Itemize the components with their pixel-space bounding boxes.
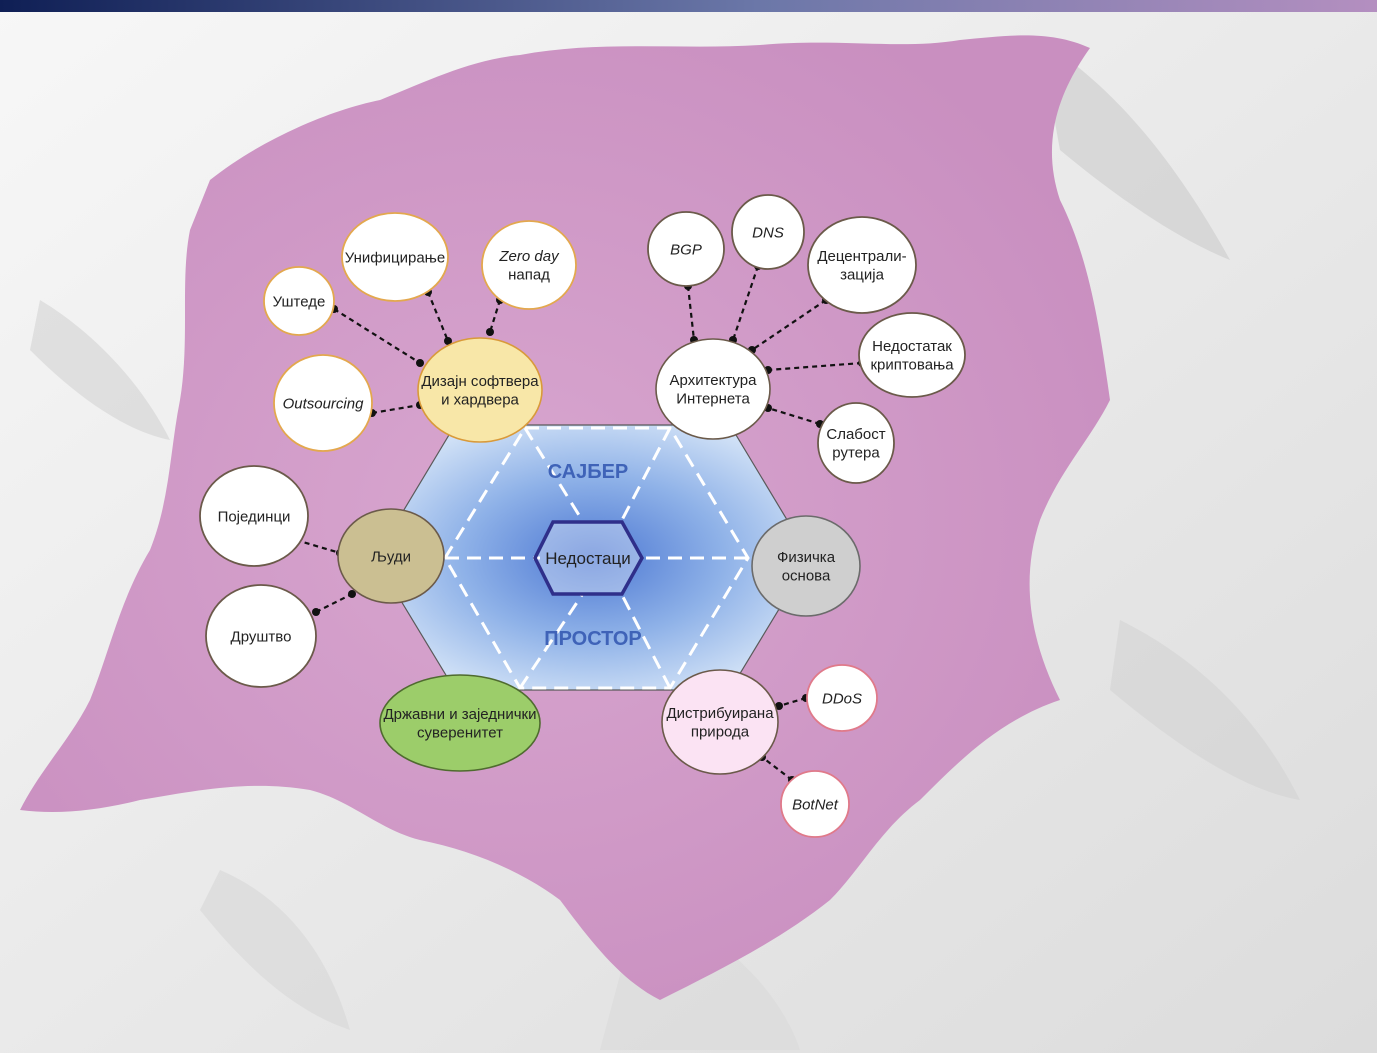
leaf-node-society-shape [205,584,317,688]
dns-connector [731,265,760,341]
zero-day-connector-dot-2 [486,328,494,336]
savings-connector [333,308,421,364]
unification-connector-dot-2 [444,337,452,345]
router-weakness-connector [767,406,821,426]
leaf-node-outsourcing-shape [273,354,373,452]
society-connector-dot-2 [348,590,356,598]
individuals-label-line-1: Појединци [218,508,291,525]
software-label-line-1: Дизајн софтвера [421,373,539,390]
leaf-node-unification-shape [341,212,449,302]
leaf-node-dns: DNS [731,194,805,270]
decentralization-label-line-1: Децентрали- [817,248,906,265]
leaf-node-savings-shape [263,266,335,336]
leaf-node-dns-shape [731,194,805,270]
people-label-line-1: Људи [371,548,411,565]
society-connector [315,593,353,613]
leaf-node-ddos-shape [806,664,878,732]
savings-connector-dot-2 [416,359,424,367]
leaf-node-decentralization-shape [807,216,917,314]
distributed-label-line-1: Дистрибуирана [666,705,774,722]
internet-label-line-2: Интернета [676,391,750,408]
hub-node-software: Дизајн софтвера и хардвера [417,337,543,443]
hub-node-people: Људи [337,508,445,604]
leaf-node-router-weakness: Слабост рутера [817,402,895,484]
leaf-node-zero-day: Zero day напад [481,220,577,310]
nodes: Дизајн софтвера и хардвера АрхитектураИнте… [199,194,966,838]
leaf-node-bgp: BGP [647,211,725,287]
society-label-line-1: Друштво [231,628,292,645]
outsourcing-connector [371,403,421,415]
hub-node-people-shape [337,508,445,604]
core-label: Недостаци [545,549,631,568]
decentralization-connector [751,299,827,351]
zero-day-label-line-2: напад [508,267,550,284]
no-encryption-label-line-2: криптовања [870,357,954,374]
leaf-node-decentralization: Децентрали-зација [807,216,917,314]
leaf-node-individuals-shape [199,465,309,567]
hub-node-distributed: Дистрибуирана природа [661,669,779,775]
leaf-node-no-encryption-shape [858,312,966,398]
hub-node-sovereignty: Државни и заједнички суверенитет [379,674,541,772]
top-banner [0,0,1377,12]
leaf-node-zero-day-shape [481,220,577,310]
hub-node-software-shape [417,337,543,443]
physical-label-line-1: Физичка [777,549,836,566]
bgp-label-line-1: BGP [670,241,702,258]
leaf-node-unification: Унифицирање [341,212,449,302]
distributed-label-line-2: природа [691,724,750,741]
leaf-node-no-encryption: Недостатак криптовања [858,312,966,398]
zero-day-label-line-1: Zero day [498,248,560,265]
leaf-node-savings: Уштеде [263,266,335,336]
software-label-line-2: и хардвера [441,392,519,409]
dns-label-line-1: DNS [752,224,784,241]
paper-curls [30,40,1300,1050]
individuals-connector [295,538,341,555]
sovereignty-label-line-1: Државни и заједнички [384,706,537,723]
dashed-structure [443,426,750,690]
no-encryption-label-line-1: Недостатак [872,338,952,355]
hub-node-sovereignty-shape [379,674,541,772]
physical-label-line-2: основа [782,568,831,585]
leaf-node-individuals: Појединци [199,465,309,567]
router-weakness-label-line-2: рутера [832,445,880,462]
savings-label-line-1: Уштеде [273,293,326,310]
leaf-node-outsourcing: Outsourcing [273,354,373,452]
society-connector-dot-1 [312,608,320,616]
core-hexagon [533,520,645,596]
botnet-connector [761,756,793,781]
sovereignty-label-line-2: суверенитет [417,725,503,742]
bgp-connector [686,285,696,341]
no-encryption-connector [767,361,863,372]
space-word: ПРОСТОР [544,628,642,650]
decentralization-label-line-2: зација [840,267,885,284]
zero-day-connector [488,299,502,333]
ddos-connector [778,696,807,708]
unification-label-line-1: Унифицирање [345,249,445,266]
ddos-connector-dot-2 [775,702,783,710]
hub-node-distributed-shape [661,669,779,775]
leaf-node-society: Друштво [205,584,317,688]
botnet-label-line-1: BotNet [792,796,839,813]
hub-node-internet-shape [655,338,771,440]
cyber-word: САЈБЕР [548,461,629,483]
leaf-node-router-weakness-shape [817,402,895,484]
leaf-node-bgp-shape [647,211,725,287]
hub-node-physical: Физичка основа [751,515,861,617]
leaf-node-botnet-shape [780,770,850,838]
router-weakness-label-line-1: Слабост [826,426,885,443]
ddos-label-line-1: DDoS [822,690,862,707]
leaf-node-ddos: DDoS [806,664,878,732]
hub-node-physical-shape [751,515,861,617]
outsourcing-label-line-1: Outsourcing [283,395,365,412]
leaf-node-botnet: BotNet [780,770,850,838]
internet-label-line-1: Архитектура [670,372,758,389]
